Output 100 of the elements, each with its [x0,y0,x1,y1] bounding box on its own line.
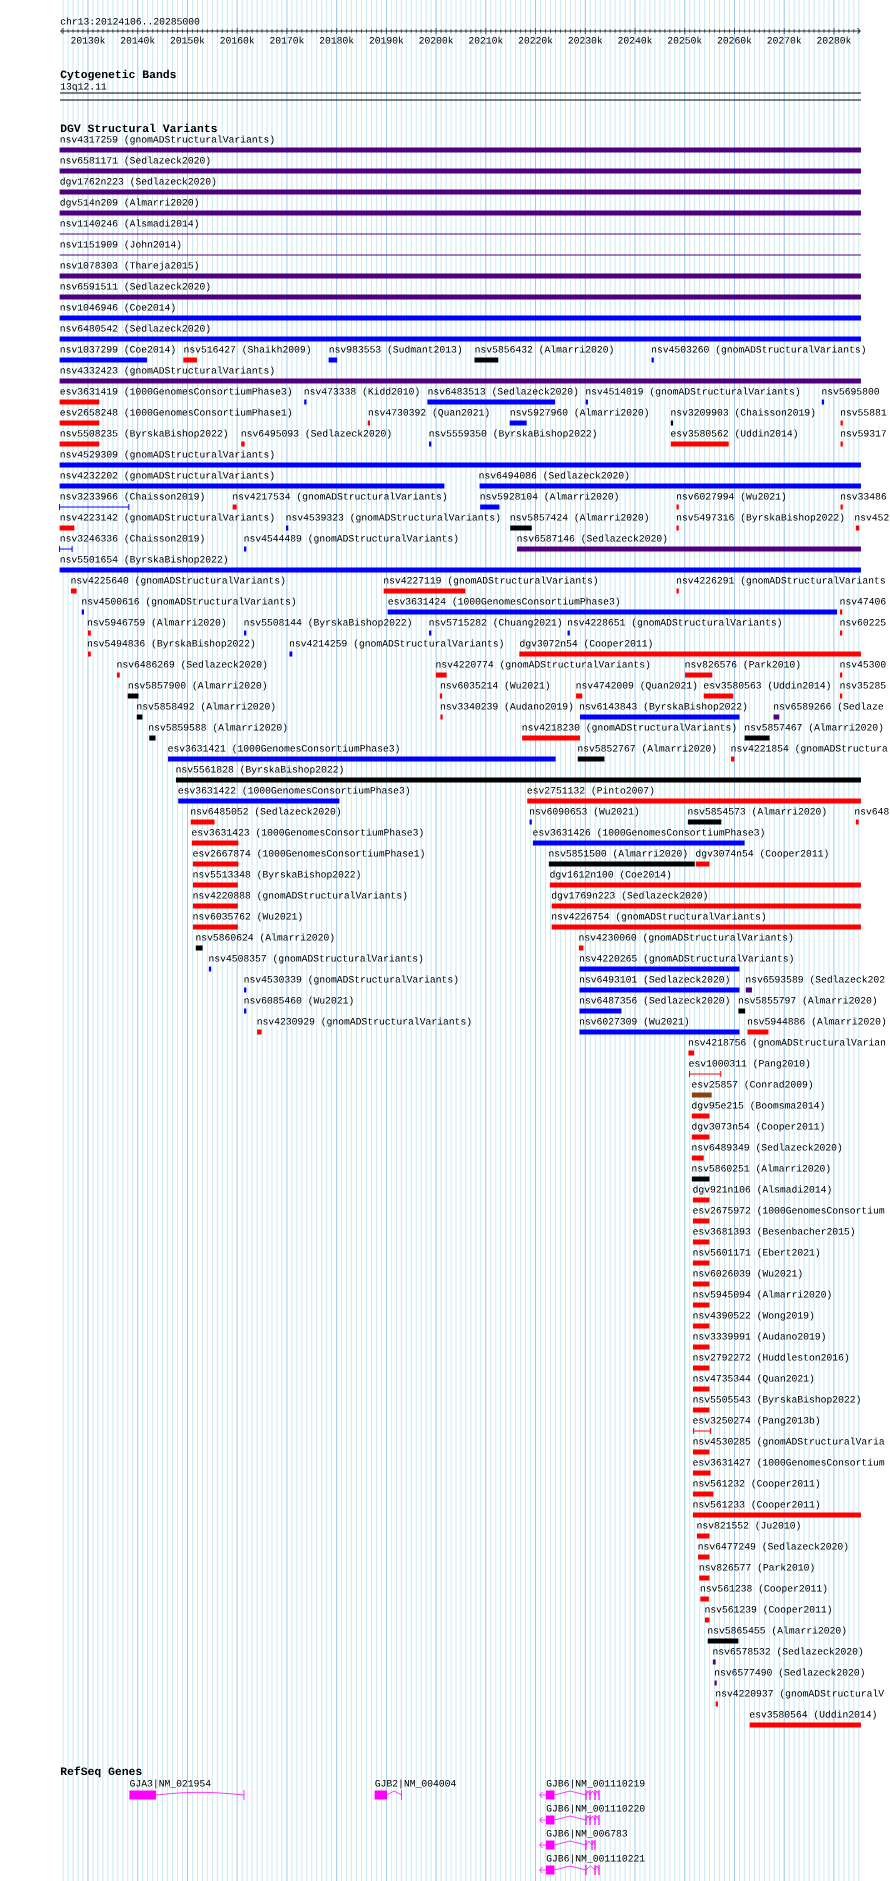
variant-label: nsv4221854 (gnomADStructura [731,744,888,754]
variant-label: nsv5927960 (Almarri2020) [510,408,648,418]
variant-label: nsv5508235 (ByrskaBishop2022) [60,429,227,439]
variant-label: nsv6589266 (Sedlaze [774,702,884,712]
variant-label: nsv561239 (Cooper2011) [705,1605,831,1615]
variant-label: nsv4218230 (gnomADStructuralVariants) [522,723,736,733]
tick-label: 20160k [220,36,255,44]
tick-label: 20230k [568,36,603,44]
variant-label: nsv4214259 (gnomADStructuralVariants) [289,639,503,649]
variant-label: esv3631422 (1000GenomesConsortiumPhase3) [178,786,409,796]
variant-label: nsv473338 (Kidd2010) [304,387,419,397]
variant-label: nsv5601171 (Ebert2021) [693,1248,819,1258]
variant-label: nsv4735344 (Quan2021) [693,1374,814,1384]
variant-label: nsv6485052 (Sedlazeck2020) [191,807,340,817]
variant-label: nsv826577 (Park2010) [699,1563,814,1573]
variant-label: nsv5851500 (Almarri2020) [549,849,687,859]
variant-label: dgv3072n54 (Cooper2011) [520,639,652,649]
variant-label: nsv5946759 (Almarri2020) [87,618,226,628]
variant-label: dgv1762n223 (Sedlazeck2020) [60,177,216,187]
variant-label: nsv6143843 (ByrskaBishop2022) [579,702,747,712]
tick-label: 20220k [518,36,553,44]
gene-label: GJA3|NM_021954 [130,1779,211,1789]
variant-label: esv2675972 (1000GenomesConsortium [693,1206,885,1216]
tick-label: 20140k [120,36,155,44]
gene-label: GJB6|NM_001110221 [546,1854,645,1864]
variant-label: nsv5505543 (ByrskaBishop2022) [693,1395,860,1405]
variant-label: nsv5860251 (Almarri2020) [692,1164,830,1174]
variant-label: nsv47406 [840,598,886,605]
tick-label: 20150k [170,36,205,44]
variant-label: nsv55881 [841,409,887,416]
variant-label: nsv5854573 (Almarri2020) [688,807,826,817]
variant-label: nsv6587146 (Sedlazeck2020) [517,534,667,544]
band-label: 13q12.11 [60,83,107,92]
variant-label: nsv5865455 (Almarri2020) [708,1626,846,1636]
variant-label: nsv3340239 (Audano2019) [440,702,573,712]
tick-label: 20180k [319,36,354,44]
variant-label: nsv45300 [840,661,886,668]
tick-label: 20210k [469,36,503,44]
variant-label: esv3631419 (1000GenomesConsortiumPhase3) [60,387,291,397]
tick-label: 20200k [419,36,454,44]
variant-label: nsv5497316 (ByrskaBishop2022) [677,513,844,523]
variant-label: nsv4217534 (gnomADStructuralVariants) [233,492,446,502]
variant-label: nsv5860624 (Almarri2020) [196,933,334,943]
variant-label: nsv3339991 (Audano2019) [693,1332,825,1342]
variant-label: nsv33486 [841,493,887,500]
variant-label: nsv5859588 (Almarri2020) [149,723,287,733]
variant-label: dgv514n209 (Almarri2020) [60,198,198,208]
variant-label: nsv5858492 (Almarri2020) [137,702,275,712]
variant-label: nsv4218756 (gnomADStructuralVarian [688,1038,886,1048]
variant-label: nsv5501654 (ByrskaBishop2022) [60,555,227,565]
variant-label: nsv561238 (Cooper2011) [700,1584,827,1594]
tick-label: 20270k [767,36,802,44]
variant-label: nsv4317259 (gnomADStructuralVariants) [60,135,274,145]
variant-label: nsv561232 (Cooper2011) [693,1479,819,1489]
variant-label: nsv4529309 (gnomADStructuralVariants) [60,450,274,460]
variant-label: nsv6493101 (Sedlazeck2020) [579,975,729,985]
variant-label: nsv5857424 (Almarri2020) [510,513,648,523]
variant-label: nsv6495093 (Sedlazeck2020) [241,429,391,439]
variant-label: nsv4220774 (gnomADStructuralVariants) [436,660,650,670]
gene-label: GJB6|NM_001110219 [546,1779,645,1789]
variant-label: esv3631423 (1000GenomesConsortiumPhase3) [192,828,423,838]
variant-label: nsv3233966 (Chaisson2019) [60,492,204,502]
variant-label: esv3580564 (Uddin2014) [749,1710,876,1720]
variant-label: nsv4226754 (gnomADStructuralVariants) [552,912,765,922]
variant-label: nsv6477249 (Sedlazeck2020) [698,1542,848,1552]
variant-label: nsv5513348 (ByrskaBishop2022) [193,870,360,880]
variant-label: esv3681393 (Besenbacher2015) [693,1227,854,1237]
variant-label: nsv6489349 (Sedlazeck2020) [692,1143,842,1153]
variant-label: nsv4230929 (gnomADStructuralVariants) [257,1017,471,1027]
variant-label: nsv35285 [840,682,886,689]
variant-label: nsv5852767 (Almarri2020) [578,744,716,754]
variant-label: nsv6486269 (Sedlazeck2020) [117,660,267,670]
variant-label: nsv4530339 (gnomADStructuralVariants) [244,975,458,985]
track-heading: Cytogenetic Bands [60,69,176,81]
variant-label: dgv3073n54 (Cooper2011) [692,1122,824,1132]
variant-label: esv25857 (Conrad2009) [692,1080,813,1090]
tick-label: 20170k [270,36,304,44]
variant-label: esv3250274 (Pang2013b) [693,1416,819,1426]
variant-label: nsv4230060 (gnomADStructuralVariants) [579,933,793,943]
variant-label: dgv95e215 (Boomsma2014) [692,1101,824,1111]
variant-label: nsv6035762 (Wu2021) [193,912,302,922]
variant-label: nsv6581171 (Sedlazeck2020) [60,156,210,166]
variant-label: nsv1037299 (Coe2014) [60,345,175,355]
tick-label: 20250k [668,36,702,44]
variant-label: nsv4223142 (gnomADStructuralVariants) [60,513,274,523]
variant-label: nsv4500616 (gnomADStructuralVariants) [82,597,296,607]
variant-label: nsv6494086 (Sedlazeck2020) [479,471,629,481]
variant-label: nsv6593589 (Sedlazeck202 [746,975,885,985]
gene-label: GJB6|NM_001110220 [546,1804,645,1814]
variant-label: nsv6035214 (Wu2021) [440,681,549,691]
variant-label: esv1000311 (Pang2010) [689,1059,810,1069]
variant-label: nsv6090653 (Wu2021) [530,807,639,817]
variant-label: dgv1769n223 (Sedlazeck2020) [551,891,707,901]
variant-label: nsv5857900 (Almarri2020) [128,681,266,691]
variant-label: nsv4232202 (gnomADStructuralVariants) [60,471,274,481]
variant-label: nsv5945094 (Almarri2020) [693,1290,831,1300]
variant-label: nsv648 [855,808,889,815]
variant-label: nsv6026039 (Wu2021) [693,1269,802,1279]
track-heading: RefSeq Genes [60,1766,142,1778]
variant-label: nsv5715282 (Chuang2021) [429,618,561,628]
